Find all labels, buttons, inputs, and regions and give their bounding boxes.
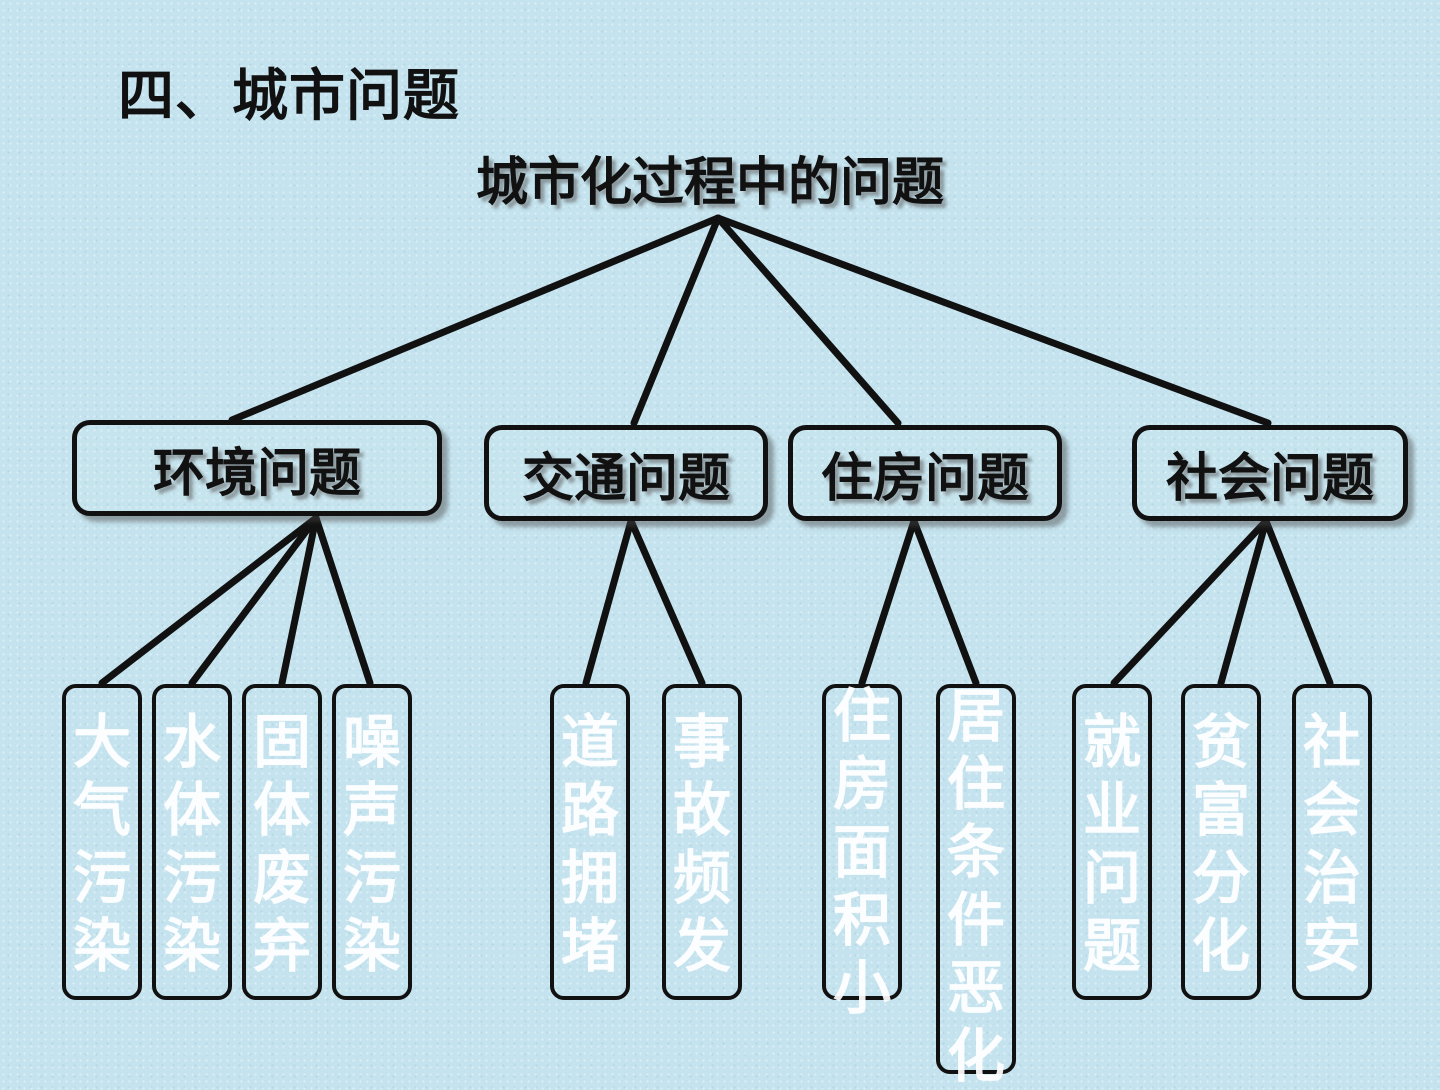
leaf-label: 居住条件恶化 bbox=[946, 682, 1005, 1090]
leaf-label: 社会治安 bbox=[1302, 708, 1361, 980]
leaf-wealth-gap: 贫富分化 bbox=[1181, 684, 1261, 1000]
leaf-label: 住房面积小 bbox=[832, 682, 891, 1022]
leaf-label: 固体废弃 bbox=[252, 708, 311, 980]
leaf-label: 就业问题 bbox=[1082, 708, 1141, 980]
category-environment: 环境问题 bbox=[72, 420, 442, 516]
leaf-frequent-accidents: 事故频发 bbox=[662, 684, 742, 1000]
leaf-small-housing: 住房面积小 bbox=[822, 682, 902, 1022]
category-social: 社会问题 bbox=[1132, 425, 1408, 521]
category-housing: 住房问题 bbox=[788, 425, 1062, 521]
leaf-label: 道路拥堵 bbox=[560, 708, 619, 980]
leaf-road-congestion: 道路拥堵 bbox=[550, 684, 630, 1000]
leaf-water-pollution: 水体污染 bbox=[152, 684, 232, 1000]
leaf-label: 贫富分化 bbox=[1191, 708, 1250, 980]
category-traffic: 交通问题 bbox=[484, 425, 768, 521]
leaf-label: 大气污染 bbox=[72, 708, 131, 980]
leaf-solid-waste: 固体废弃 bbox=[242, 684, 322, 1000]
leaf-air-pollution: 大气污染 bbox=[62, 684, 142, 1000]
leaf-label: 事故频发 bbox=[672, 708, 731, 980]
leaf-public-security: 社会治安 bbox=[1292, 684, 1372, 1000]
leaf-employment: 就业问题 bbox=[1072, 684, 1152, 1000]
leaf-noise-pollution: 噪声污染 bbox=[332, 684, 412, 1000]
page-title: 四、城市问题 bbox=[118, 64, 460, 129]
leaf-label: 水体污染 bbox=[162, 708, 221, 980]
leaf-label: 噪声污染 bbox=[342, 708, 401, 980]
root-node: 城市化过程中的问题 bbox=[475, 153, 944, 213]
leaf-living-conditions: 居住条件恶化 bbox=[936, 682, 1016, 1090]
